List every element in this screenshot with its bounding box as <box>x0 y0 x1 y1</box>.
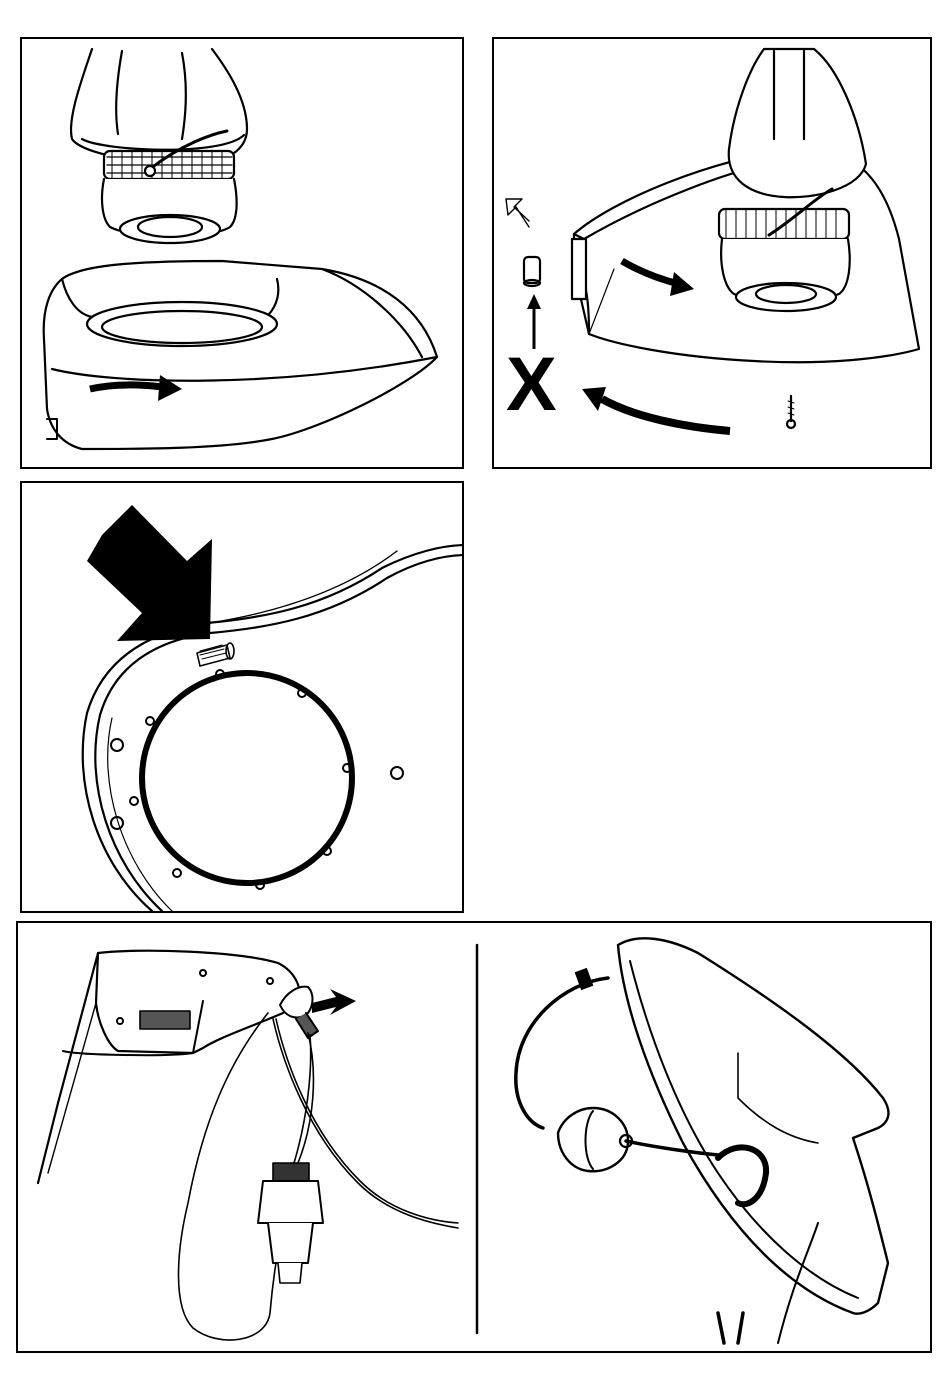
guard-underside-detail-icon <box>22 483 464 913</box>
not-allowed-mark: X <box>506 347 557 423</box>
trimmer-head-guard-icon <box>22 39 464 469</box>
illustration-panel-screw-fix: X <box>492 37 932 469</box>
illustration-panel-guard-fit <box>20 37 464 469</box>
handle-cable-hook-icon <box>18 923 932 1353</box>
illustration-panel-underside <box>20 481 464 913</box>
guard-attached-screw-icon <box>494 39 932 469</box>
illustration-panel-handle-cable <box>16 921 932 1353</box>
